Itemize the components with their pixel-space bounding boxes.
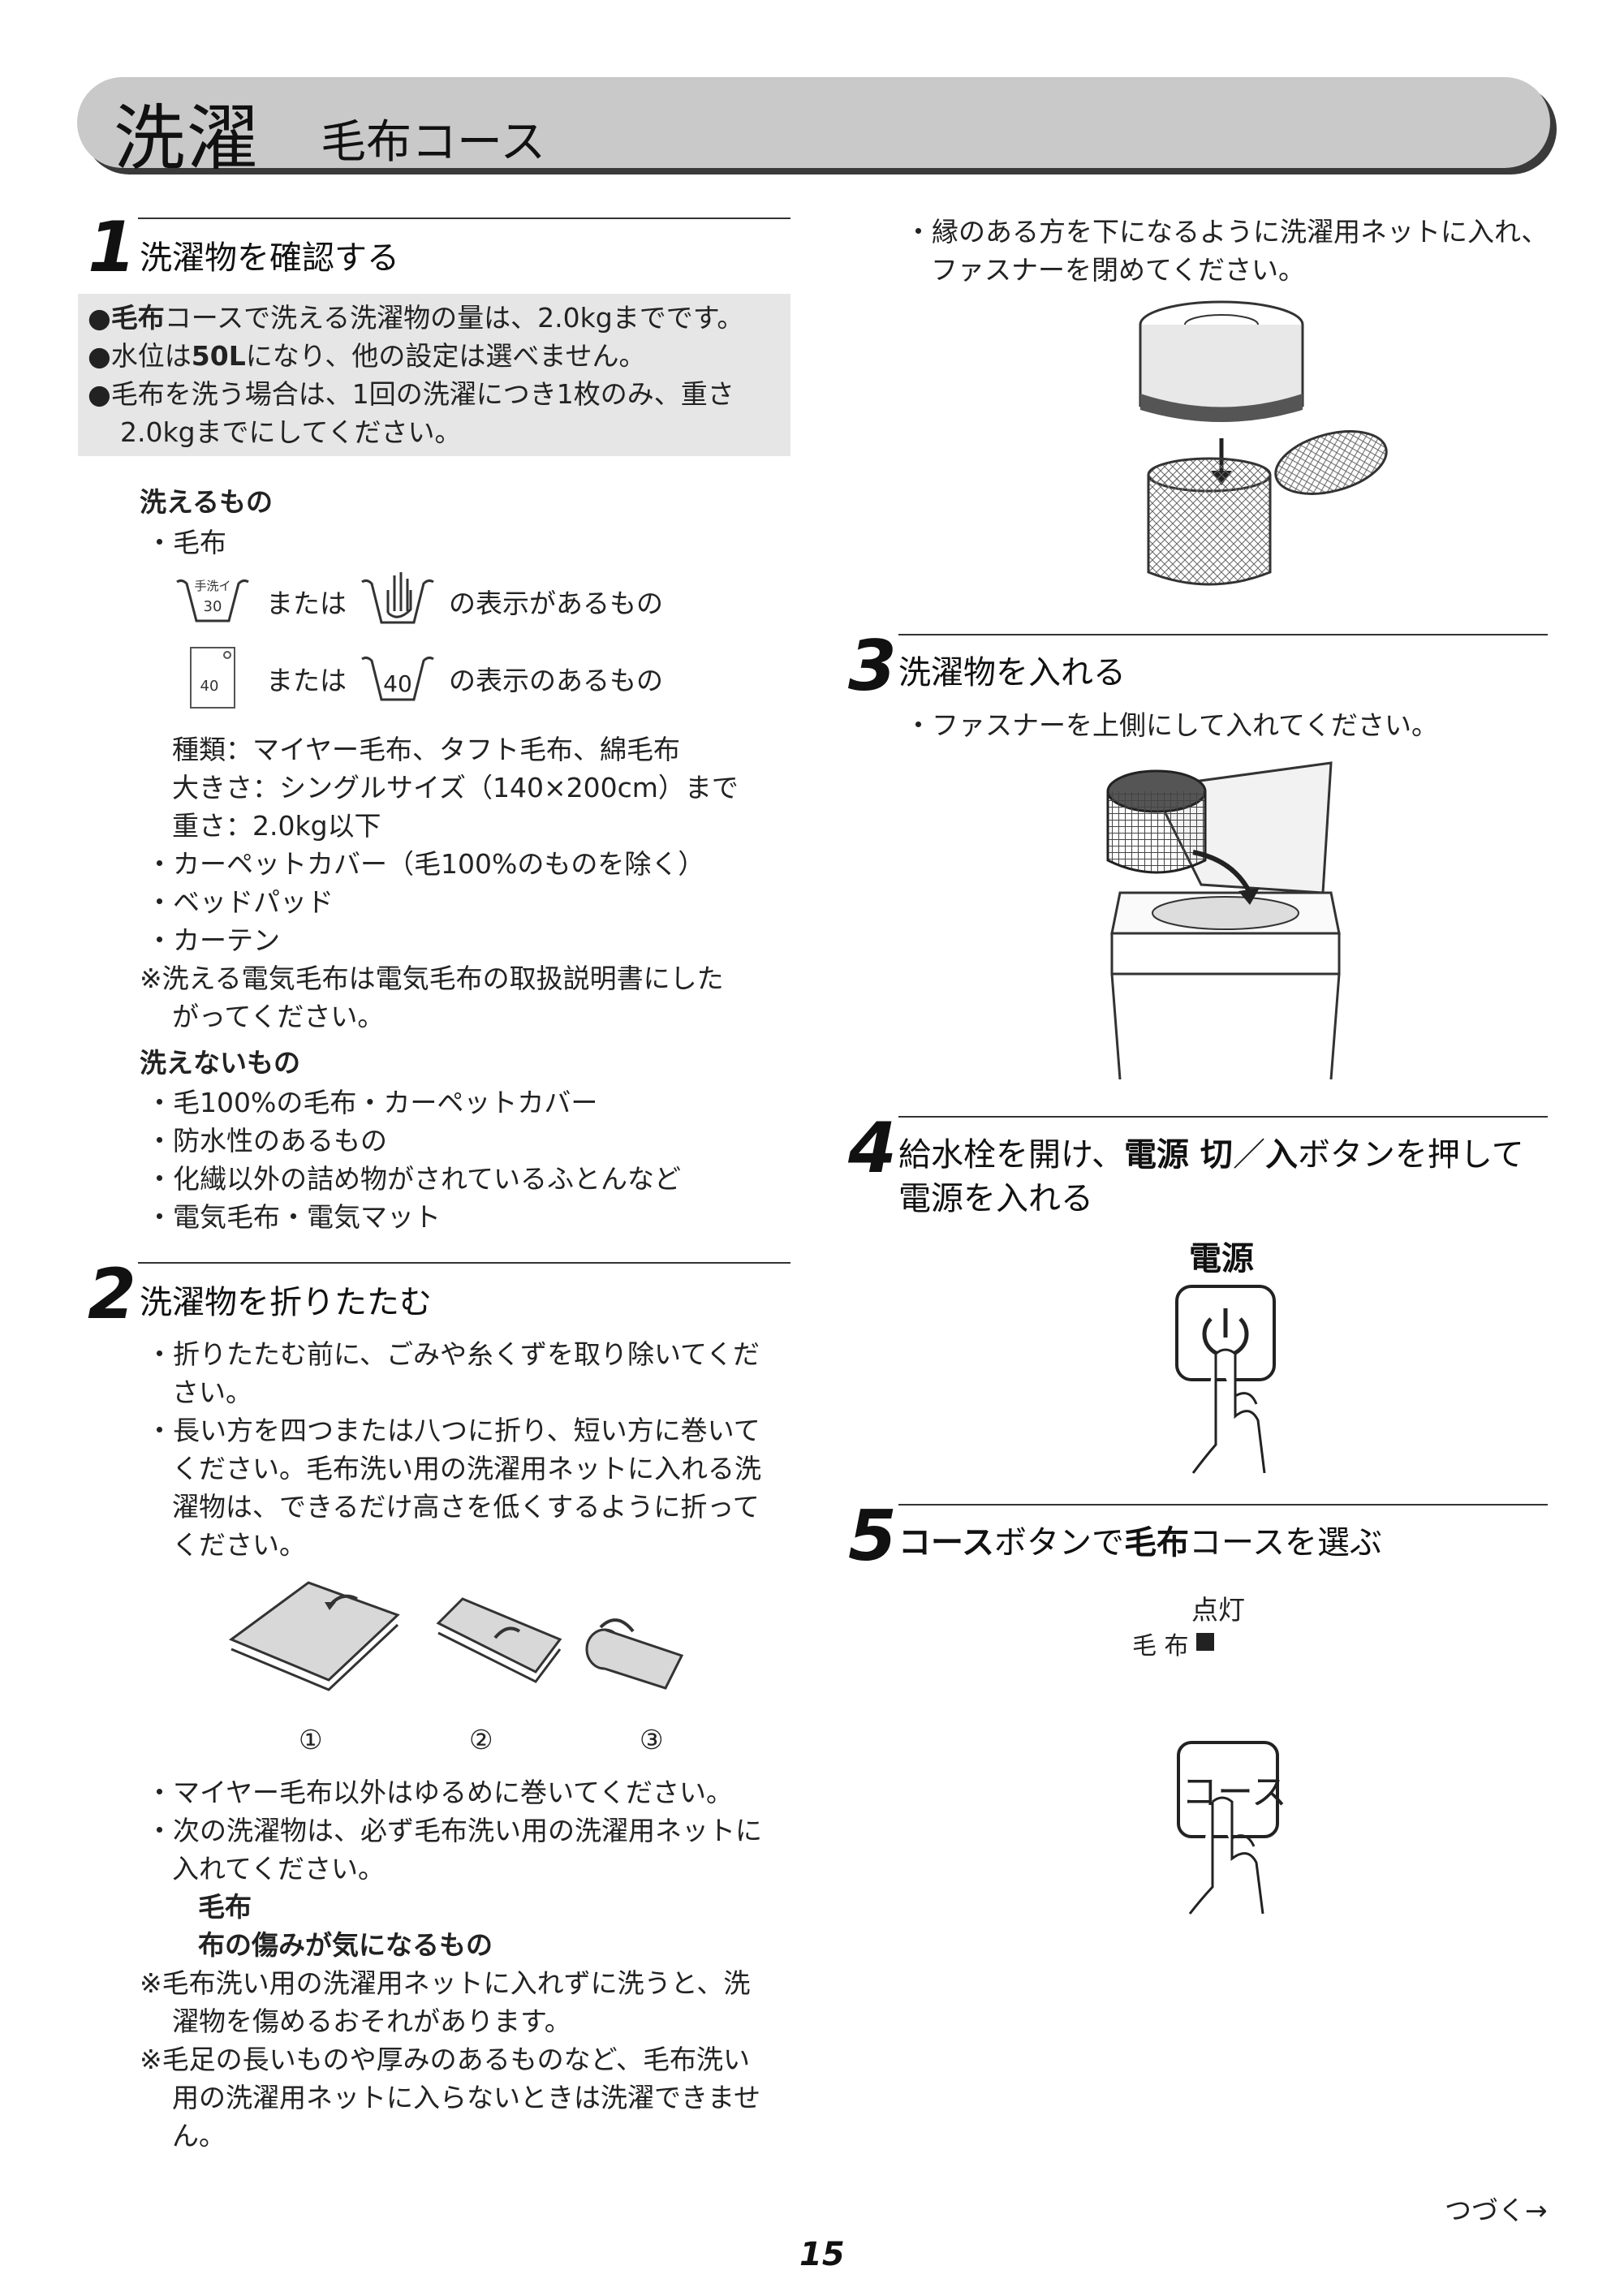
or-text: または (266, 588, 347, 619)
indicator-lamp (1196, 1633, 1214, 1651)
washing-machine-illustration (1106, 761, 1341, 1079)
continue-label: つづく→ (1445, 2195, 1548, 2226)
symbol-suffix: の表示があるもの (449, 588, 663, 619)
note-bold: ●毛布 (88, 302, 165, 334)
hand-wash-hand-icon (361, 572, 434, 624)
unwashable-heading: 洗えないもの (140, 1047, 300, 1079)
step2-note: ん。 (172, 2120, 226, 2152)
step5-title-part: ボタンで (994, 1524, 1124, 1562)
net-instruction: ファスナーを閉めてください。 (931, 254, 1306, 286)
step1-number: 1 (88, 207, 136, 288)
step2-after: ・マイヤー毛布以外はゆるめに巻いてください。 (146, 1777, 734, 1808)
page-subtitle: 毛布コース (321, 116, 546, 169)
washable-heading: 洗えるもの (140, 486, 274, 518)
step3-number: 3 (848, 626, 897, 707)
list-item: ・ベッドパッド (146, 886, 334, 918)
step4-title-part: 給水栓を開け、 (898, 1136, 1124, 1174)
list-item: ・カーペットカバー（毛100%のものを除く） (146, 848, 705, 880)
net-item: 毛布 (198, 1891, 252, 1923)
step1-rule (138, 218, 790, 219)
step2-number: 2 (88, 1254, 136, 1335)
step2-line: ・折りたたむ前に、ごみや糸くずを取り除いてくだ (146, 1338, 760, 1370)
note-line: ※洗える電気毛布は電気毛布の取扱説明書にした (140, 963, 724, 994)
step3-text: ・ファスナーを上側にして入れてください。 (905, 709, 1439, 741)
step5-title-part: 毛布 (1124, 1524, 1189, 1562)
page-title: 洗濯 (114, 97, 261, 180)
step5-rule (898, 1504, 1548, 1506)
step2-line: ・長い方を四つまたは八つに折り、短い方に巻いて (146, 1415, 760, 1446)
step2-after: 入れてください。 (172, 1853, 386, 1885)
step5-title: コースボタンで毛布コースを選ぶ (898, 1516, 1382, 1563)
step3-title: 洗濯物を入れる (898, 654, 1126, 691)
note-text: コースで洗える洗濯物の量は、2.0kgまでです。 (164, 302, 744, 334)
list-item: ・防水性のあるもの (146, 1125, 387, 1157)
step4-title-part: 入 (1264, 1136, 1298, 1174)
folding-illustration (228, 1581, 684, 1691)
step4-number: 4 (848, 1108, 897, 1189)
note-text: ●水位は (88, 340, 192, 372)
step2-line: ください。 (172, 1529, 306, 1561)
symbol-number: 30 (204, 598, 222, 615)
step2-note: ※毛足の長いものや厚みのあるものなど、毛布洗い (140, 2044, 751, 2075)
note-text: ●毛布を洗う場合は、1回の洗濯につき1枚のみ、重さ (88, 378, 734, 410)
note-line: がってください。 (172, 1001, 385, 1032)
step2-rule (138, 1262, 790, 1264)
lit-label: 点灯 (1191, 1594, 1245, 1626)
symbol-suffix: の表示のあるもの (449, 665, 663, 696)
list-item: ・化繊以外の詰め物がされているふとんなど (146, 1163, 682, 1195)
or-text: または (266, 665, 347, 696)
fig-label: ① (299, 1724, 323, 1755)
section-header-bar (77, 77, 1550, 168)
net-item: 布の傷みが気になるもの (198, 1929, 493, 1961)
step4-title-part: ボタンを押して (1297, 1136, 1524, 1174)
step5-number: 5 (848, 1496, 897, 1577)
spec-size: 大きさ：シングルサイズ（140×200cm）まで (172, 772, 739, 803)
spec-weight: 重さ：2.0kg以下 (172, 810, 381, 842)
course-button-label: コース (1182, 1772, 1287, 1813)
step4-title-line2: 電源を入れる (898, 1180, 1093, 1217)
step1-note-box (78, 294, 790, 456)
note-bold: 50L (191, 340, 246, 372)
note-text: になり、他の設定は選べません。 (245, 340, 646, 372)
step4-rule (898, 1116, 1548, 1118)
step5-title-part: コース (898, 1524, 994, 1562)
step2-title: 洗濯物を折りたたむ (140, 1284, 432, 1321)
fig-label: ③ (640, 1724, 664, 1755)
symbol-number: 40 (200, 678, 219, 695)
net-instruction: ・縁のある方を下になるように洗濯用ネットに入れ、 (905, 216, 1549, 248)
list-item: ・カーテン (146, 924, 280, 956)
step1-notes: ●毛布コースで洗える洗濯物の量は、2.0kgまでです。 ●水位は50Lになり、他… (88, 299, 786, 451)
note-text: 2.0kgまでにしてください。 (120, 416, 462, 448)
power-label: 電源 (1189, 1240, 1254, 1277)
page-number: 15 (799, 2236, 845, 2273)
list-item: ・毛100%の毛布・カーペットカバー (146, 1087, 598, 1118)
step2-note: ※毛布洗い用の洗濯用ネットに入れずに洗うと、洗 (140, 1967, 751, 1999)
wash-tub-40-icon: 40 (361, 656, 434, 701)
symbol-text: 手洗イ (194, 579, 230, 593)
power-button-illustration (1175, 1285, 1276, 1474)
step4-title: 給水栓を開け、電源 切／入ボタンを押して (898, 1128, 1524, 1175)
pressing-hand-icon (1188, 1796, 1264, 1915)
step4-title-part: ／ (1232, 1136, 1265, 1174)
washing-machine-symbol-icon: 40 (190, 647, 235, 709)
washable-item: ・毛布 (146, 527, 226, 558)
list-item: ・電気毛布・電気マット (146, 1201, 441, 1233)
symbol-number: 40 (383, 670, 412, 697)
blanket-label: 毛 布 (1132, 1632, 1189, 1661)
step2-note: 用の洗濯用ネットに入らないときは洗濯できませ (172, 2082, 761, 2113)
step2-line: 濯物は、できるだけ高さを低くするように折って (172, 1491, 760, 1523)
step5-title-part: コースを選ぶ (1189, 1524, 1382, 1562)
fig-label: ② (469, 1724, 493, 1755)
step4-title-part: 電源 切 (1124, 1136, 1233, 1174)
step2-note: 濯物を傷めるおそれがあります。 (172, 2005, 571, 2037)
step2-line: さい。 (172, 1376, 252, 1408)
step3-rule (898, 634, 1548, 635)
laundry-net-illustration (1139, 300, 1388, 586)
hand-wash-tub-icon: 手洗イ 30 (176, 579, 249, 622)
spec-type: 種類：マイヤー毛布、タフト毛布、綿毛布 (172, 734, 681, 765)
step2-after: ・次の洗濯物は、必ず毛布洗い用の洗濯用ネットに (146, 1815, 762, 1846)
step1-title: 洗濯物を確認する (140, 239, 399, 277)
step2-line: ください。毛布洗い用の洗濯用ネットに入れる洗 (172, 1453, 761, 1484)
